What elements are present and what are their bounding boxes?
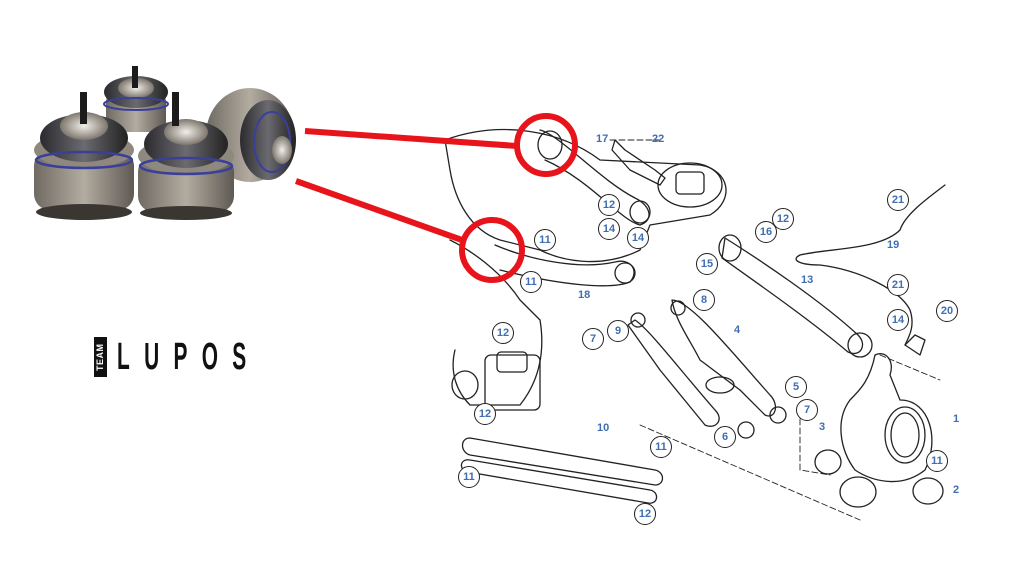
part-callout-11: 11 [650,436,672,458]
part-callout-16: 16 [755,221,777,243]
part-callout-21: 21 [887,189,909,211]
part-callout-18: 18 [578,289,591,301]
part-callout-14: 14 [887,309,909,331]
part-callout-21: 21 [887,274,909,296]
part-callout-3: 3 [819,421,826,433]
part-callout-1: 1 [953,413,960,425]
pointer-line-lower [294,178,464,243]
part-callout-4: 4 [734,324,741,336]
part-callout-13: 13 [801,274,814,286]
part-callout-17: 17 [596,133,609,145]
subframe [444,128,727,263]
brand-name: LUPOS [117,335,261,378]
part-callout-19: 19 [887,239,900,251]
link-10 [461,437,664,486]
bushing-front-left [34,92,134,220]
part-callout-15: 15 [696,253,718,275]
part-callout-7: 7 [582,328,604,350]
part-callout-20: 20 [936,300,958,322]
wheel-carrier [840,353,933,483]
part-callout-10: 10 [597,422,610,434]
part-callout-11: 11 [520,271,542,293]
arm-4 [627,319,720,427]
part-callout-14: 14 [598,218,620,240]
part-callout-11: 11 [926,450,948,472]
part-callout-12: 12 [772,208,794,230]
part-callout-12: 12 [474,403,496,425]
highlight-annotations [294,113,578,283]
team-lupos-logo: TEAM LUPOS [84,330,374,384]
part-callout-12: 12 [634,503,656,525]
part-callout-9: 9 [607,320,629,342]
bushing-back [103,66,169,132]
pointer-line-upper [304,128,518,149]
part-callout-12: 12 [492,322,514,344]
part-callout-22: 22 [652,133,665,145]
part-callout-2: 2 [953,484,960,496]
part-callout-12: 12 [598,194,620,216]
bushing-front-middle [138,92,234,220]
part-callout-5: 5 [785,376,807,398]
part-callout-6: 6 [714,426,736,448]
part-callout-14: 14 [627,227,649,249]
part-callout-7: 7 [796,399,818,421]
abs-wire [795,184,946,346]
part-callout-11: 11 [458,466,480,488]
part-callout-11: 11 [534,229,556,251]
highlight-circle-lower [459,217,525,283]
arm-13 [721,237,864,355]
part-callout-8: 8 [693,289,715,311]
team-badge: TEAM [94,337,107,377]
